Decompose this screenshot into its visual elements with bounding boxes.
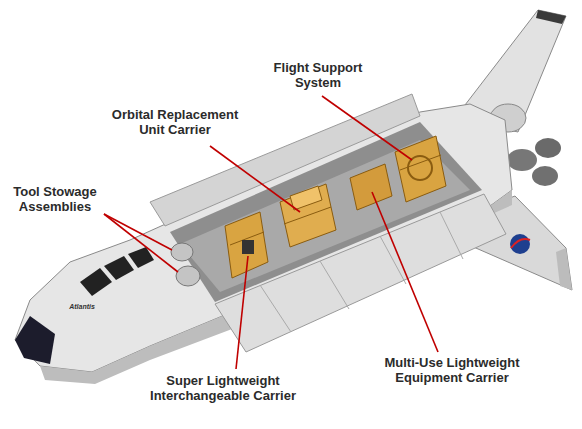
callout-label: Orbital Replacement Unit Carrier [100, 107, 250, 137]
callout-label: Tool Stowage Assemblies [4, 184, 106, 214]
callout-label: Super Lightweight Interchangeable Carrie… [138, 373, 308, 403]
orbiter-name: Atlantis [62, 302, 102, 311]
callout-label: Multi-Use Lightweight Equipment Carrier [370, 355, 534, 385]
callout-label: Flight Support System [263, 60, 373, 90]
